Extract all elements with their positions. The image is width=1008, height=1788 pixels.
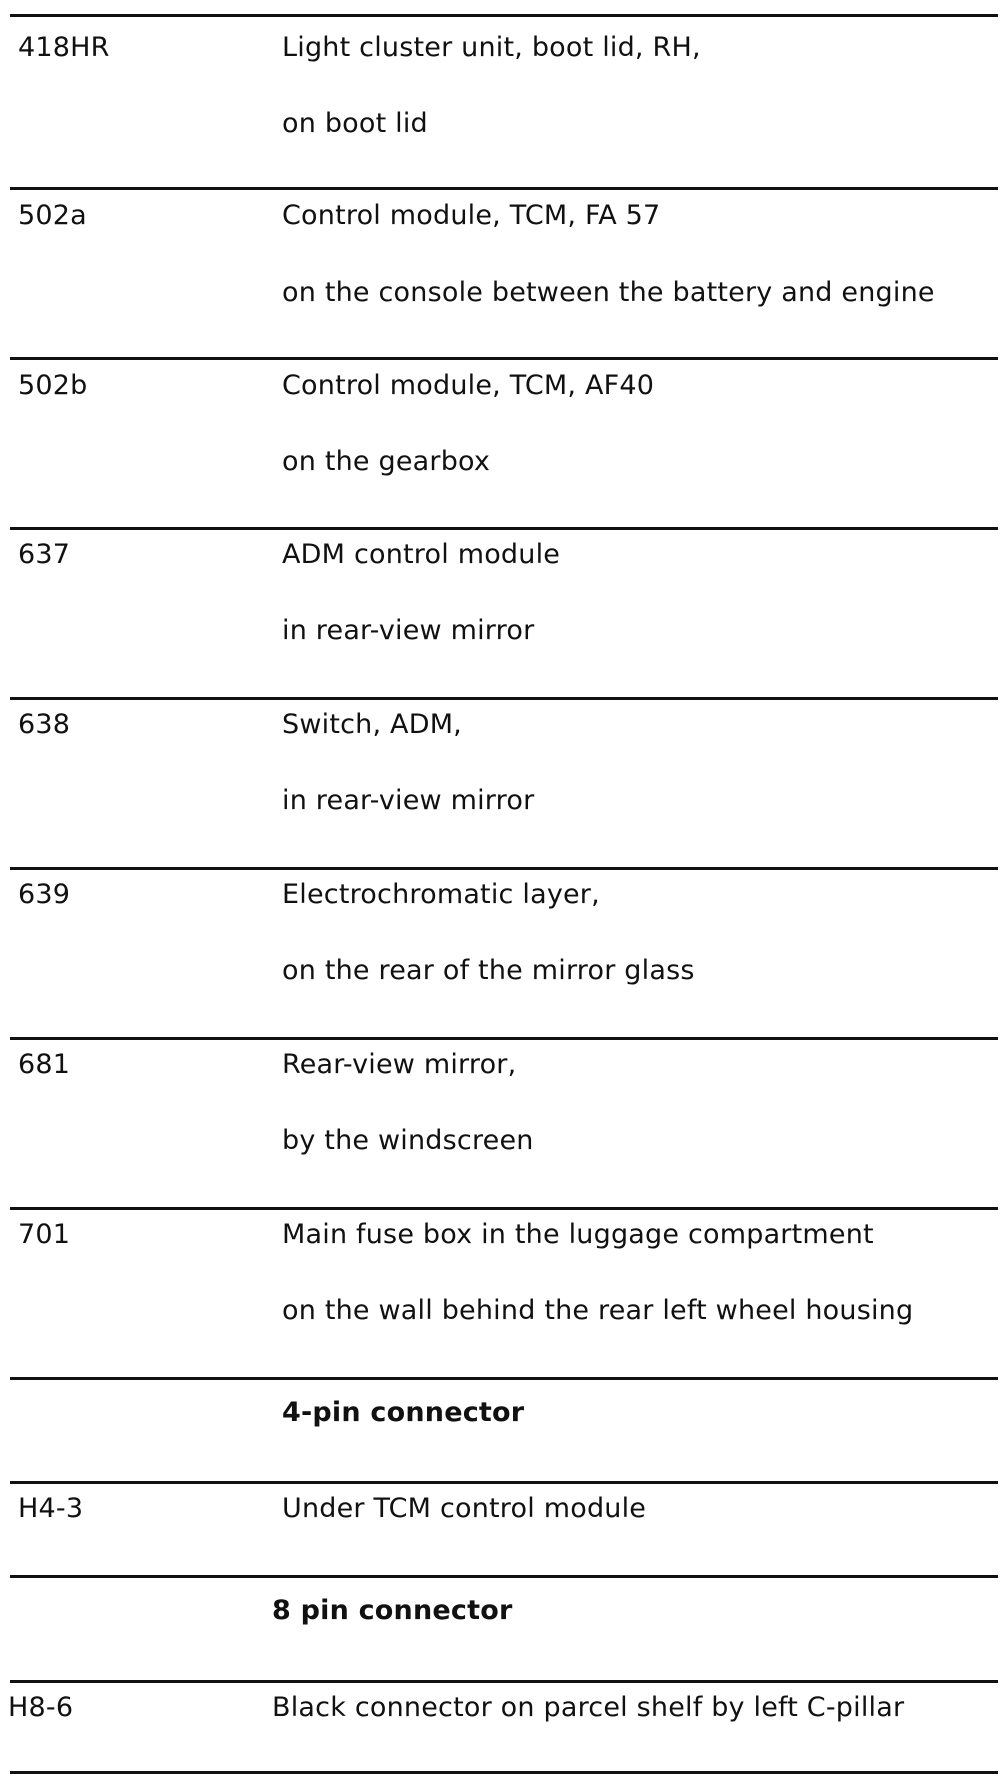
table-divider [10,14,998,17]
table-divider [10,1771,998,1774]
table-divider [10,187,998,190]
component-location: on the rear of the mirror glass [282,955,695,986]
component-location: in rear-view mirror [282,615,535,646]
component-location: on the gearbox [282,446,491,477]
table-divider [10,1481,998,1484]
section-heading-4-pin: 4-pin connector [282,1397,525,1428]
component-location: in rear-view mirror [282,785,535,816]
table-divider [10,1377,998,1380]
connector-location: Black connector on parcel shelf by left … [272,1692,905,1723]
component-code: 701 [18,1219,71,1250]
component-code: 638 [18,709,71,740]
component-location: by the windscreen [282,1125,534,1156]
table-divider [10,867,998,870]
table-divider [10,1037,998,1040]
connector-code: H4-3 [18,1493,84,1524]
table-divider [10,697,998,700]
component-code: 637 [18,539,71,570]
component-code: 502b [18,370,88,401]
component-description: Rear-view mirror, [282,1049,517,1080]
component-code: 418HR [18,32,110,63]
table-divider [10,1575,998,1578]
table-divider [10,527,998,530]
table-divider [10,357,998,360]
connector-location: Under TCM control module [282,1493,647,1524]
component-description: Main fuse box in the luggage compartment [282,1219,874,1250]
component-description: Control module, TCM, AF40 [282,370,655,401]
table-divider [10,1680,998,1683]
component-description: ADM control module [282,539,561,570]
component-location: on boot lid [282,108,428,139]
section-heading-8-pin: 8 pin connector [272,1595,513,1626]
component-code: 681 [18,1049,71,1080]
table-divider [10,1207,998,1210]
component-code: 502a [18,200,87,231]
component-description: Control module, TCM, FA 57 [282,200,661,231]
connector-code: H8-6 [8,1692,74,1723]
component-location: on the console between the battery and e… [282,277,935,308]
component-location: on the wall behind the rear left wheel h… [282,1295,914,1326]
component-code: 639 [18,879,71,910]
component-description: Light cluster unit, boot lid, RH, [282,32,701,63]
component-description: Electrochromatic layer, [282,879,600,910]
component-description: Switch, ADM, [282,709,462,740]
